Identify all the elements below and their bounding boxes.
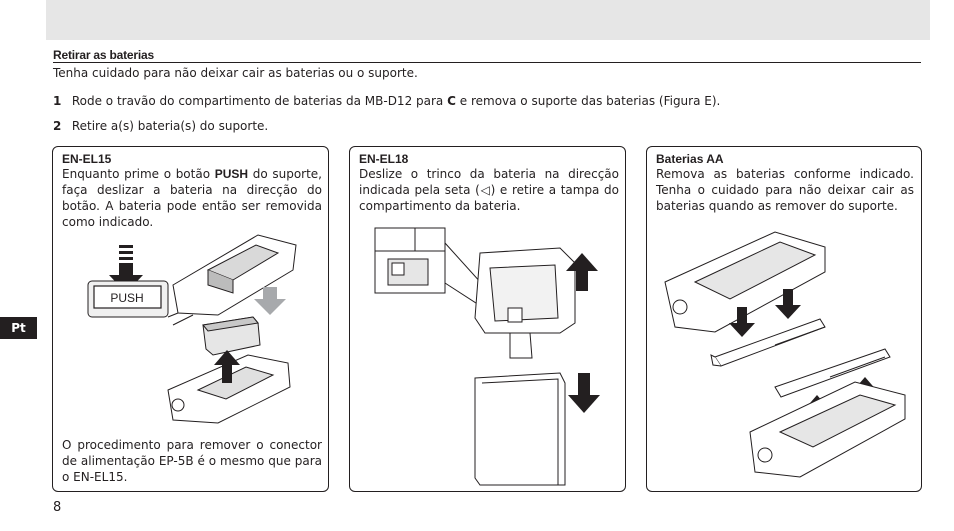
gray-down-arrow-icon xyxy=(254,287,286,315)
box-note: O procedimento para remover o conector d… xyxy=(62,438,322,484)
up-arrow-icon xyxy=(214,350,240,383)
step-text-before: Rode o travão do compartimento de bateri… xyxy=(71,94,444,108)
step-number: 1 xyxy=(53,94,62,108)
box-en-el15: EN-EL15 Enquanto prime o botão PUSH do s… xyxy=(52,146,329,492)
title-rule xyxy=(53,62,921,63)
aa-batteries-illustration xyxy=(664,231,906,478)
step-text: Retire a(s) bateria(s) do suporte. xyxy=(71,119,269,133)
box-title: EN-EL15 xyxy=(62,152,112,166)
step-1: 1 Rode o travão do compartimento de bate… xyxy=(53,94,720,108)
language-tab: Pt xyxy=(0,317,37,339)
en-el18-illustration xyxy=(374,227,600,486)
en-el15-illustration: PUSH xyxy=(87,234,297,424)
push-label: PUSH xyxy=(110,291,143,305)
lock-dial-icon: C xyxy=(447,94,456,108)
box-text: Remova as baterias conforme indicado. Te… xyxy=(656,167,914,213)
text-part: Enquanto prime o botão xyxy=(62,167,215,181)
box-title: Baterias AA xyxy=(656,152,724,166)
box-aa-batteries: Baterias AA Remova as baterias conforme … xyxy=(646,146,922,492)
step-2: 2 Retire a(s) bateria(s) do suporte. xyxy=(53,119,268,133)
step-text-after: e remova o suporte das baterias (Figura … xyxy=(459,94,721,108)
page-number: 8 xyxy=(53,500,62,515)
header-band xyxy=(46,0,930,40)
box-title: EN-EL18 xyxy=(359,152,409,166)
section-title: Retirar as baterias xyxy=(53,48,154,62)
down-arrow-icon xyxy=(729,289,801,337)
box-en-el18: EN-EL18 Deslize o trinco da bateria na d… xyxy=(349,146,626,492)
step-number: 2 xyxy=(53,119,62,133)
box-text: Deslize o trinco da bateria na direcção … xyxy=(359,167,619,213)
push-word: PUSH xyxy=(214,167,249,181)
up-arrow-icon xyxy=(566,253,598,291)
box-text: Enquanto prime o botão PUSH do suporte, … xyxy=(62,166,322,230)
down-arrow-icon xyxy=(568,373,600,413)
intro-text: Tenha cuidado para não deixar cair as ba… xyxy=(53,66,418,80)
text-part: do suporte, faça deslizar a bateria na d… xyxy=(62,167,322,229)
